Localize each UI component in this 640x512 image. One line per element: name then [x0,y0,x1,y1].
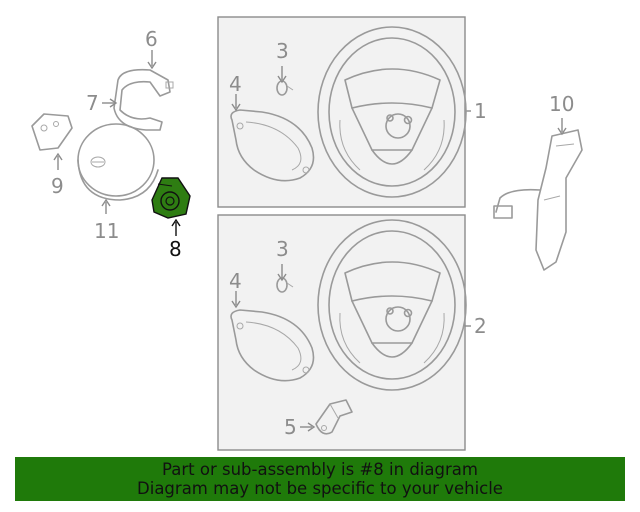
highlighted-part-8 [151,177,191,219]
trim-bezel-top [230,109,315,182]
part-info-banner: Part or sub-assembly is #8 in diagram Di… [15,457,625,501]
callout-4-bottom: 4 [229,269,242,293]
clip-part-5 [315,399,353,435]
callout-7: 7 [86,91,99,115]
wiring-bracket [113,68,174,131]
switch-cover [31,113,73,151]
parts-diagram: 1 2 3 4 3 4 5 6 7 9 11 8 10 [31,16,583,451]
callout-4-top: 4 [229,72,242,96]
steering-wheel-top [317,26,467,198]
paddle-switch-assembly [493,129,583,271]
callout-11: 11 [94,219,119,243]
trim-bezel-bottom [230,309,315,382]
callout-5: 5 [284,415,297,439]
callout-3-bottom: 3 [276,237,289,261]
callout-1: 1 [474,99,487,123]
callout-3-top: 3 [276,39,289,63]
callout-10: 10 [549,92,574,116]
steering-wheel-bottom [317,219,467,391]
callout-9: 9 [51,174,64,198]
callout-6: 6 [145,27,158,51]
banner-line-2: Diagram may not be specific to your vehi… [137,479,503,498]
callout-2: 2 [474,314,487,338]
callout-8: 8 [169,237,182,261]
airbag-module [77,123,159,201]
banner-line-1: Part or sub-assembly is #8 in diagram [162,460,478,479]
